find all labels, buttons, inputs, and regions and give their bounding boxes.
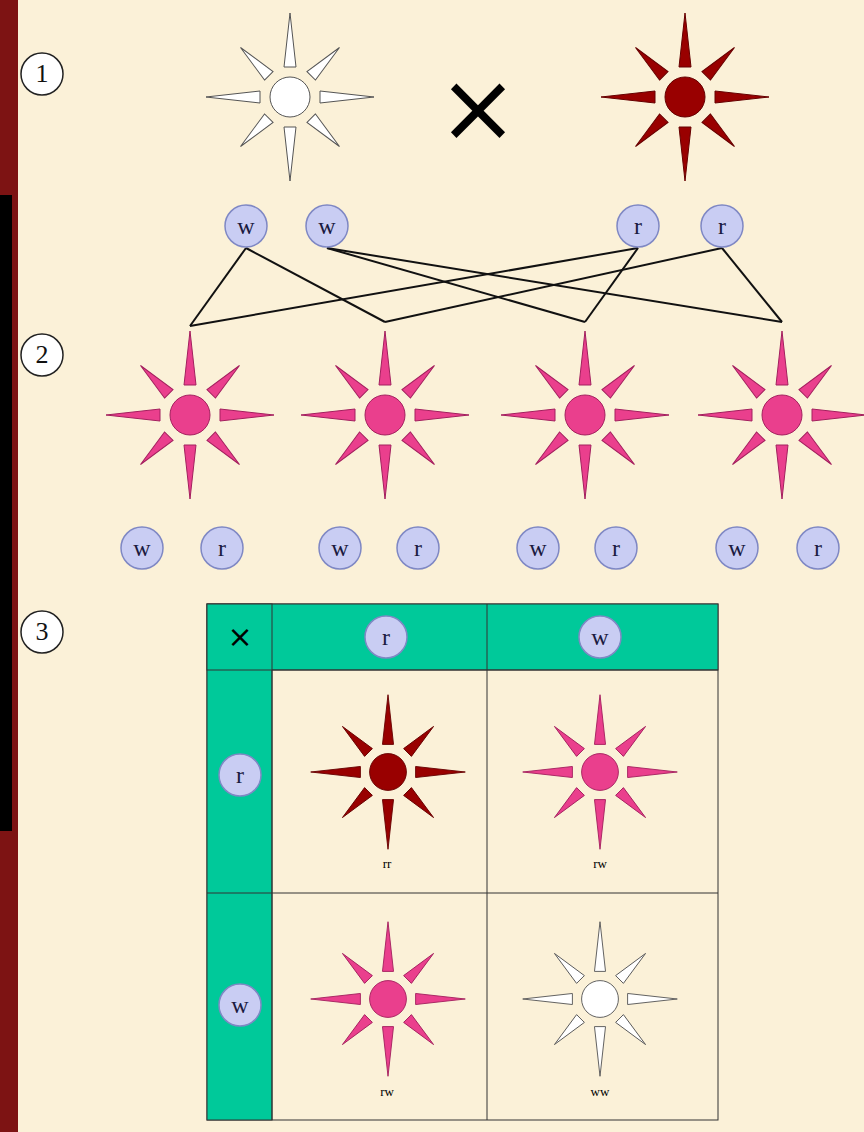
node-text: r bbox=[382, 624, 390, 651]
allele-circle: r bbox=[594, 526, 638, 570]
node-text: w bbox=[331, 535, 348, 562]
node-text: w bbox=[133, 535, 150, 562]
node-text: r bbox=[634, 213, 642, 240]
node-text: r bbox=[236, 762, 244, 789]
allele-circle: r bbox=[616, 204, 660, 248]
cross-lines bbox=[190, 248, 782, 326]
red-flower bbox=[311, 695, 466, 850]
node-text: 3 bbox=[36, 617, 49, 647]
allele-circle: r bbox=[796, 526, 840, 570]
allele-circle: w bbox=[516, 526, 560, 570]
allele-circle: w bbox=[120, 526, 164, 570]
white-flower bbox=[523, 922, 678, 1077]
node-text: w bbox=[591, 624, 608, 651]
allele-circle: w bbox=[318, 526, 362, 570]
allele-circle: r bbox=[218, 753, 262, 797]
node-text: w bbox=[529, 535, 546, 562]
red-flower bbox=[601, 13, 769, 181]
node-text: r bbox=[218, 535, 226, 562]
side-bar bbox=[0, 195, 12, 831]
allele-circle: r bbox=[364, 615, 408, 659]
pink-flower bbox=[698, 331, 864, 499]
genotype-label: rw bbox=[593, 856, 607, 872]
node-text: r bbox=[414, 535, 422, 562]
node-text: 1 bbox=[36, 59, 49, 89]
genotype-label: ww bbox=[591, 1084, 610, 1100]
node-text: r bbox=[718, 213, 726, 240]
pink-flower bbox=[301, 331, 469, 499]
callout-number: 3 bbox=[20, 610, 64, 654]
white-flower bbox=[206, 13, 374, 181]
node-text: r bbox=[612, 535, 620, 562]
node-text: w bbox=[231, 992, 248, 1019]
pink-flower bbox=[311, 922, 466, 1077]
allele-circle: w bbox=[715, 526, 759, 570]
node-text: 2 bbox=[36, 340, 49, 370]
cross-symbol: × bbox=[227, 619, 252, 654]
allele-circle: w bbox=[305, 204, 349, 248]
node-text: w bbox=[728, 535, 745, 562]
pink-flower bbox=[106, 331, 274, 499]
allele-circle: r bbox=[396, 526, 440, 570]
allele-circle: w bbox=[218, 983, 262, 1027]
node-text: w bbox=[237, 213, 254, 240]
node-text: r bbox=[814, 535, 822, 562]
allele-circle: r bbox=[700, 204, 744, 248]
pink-flower bbox=[501, 331, 669, 499]
callout-number: 1 bbox=[20, 52, 64, 96]
genotype-label: rw bbox=[380, 1084, 394, 1100]
genotype-label: rr bbox=[383, 856, 392, 872]
punnett-square bbox=[207, 604, 718, 1120]
allele-circle: r bbox=[200, 526, 244, 570]
node-text: w bbox=[318, 213, 335, 240]
pink-flower bbox=[523, 695, 678, 850]
allele-circle: w bbox=[578, 615, 622, 659]
callout-number: 2 bbox=[20, 333, 64, 377]
cross-symbol: × bbox=[438, 52, 518, 164]
allele-circle: w bbox=[224, 204, 268, 248]
